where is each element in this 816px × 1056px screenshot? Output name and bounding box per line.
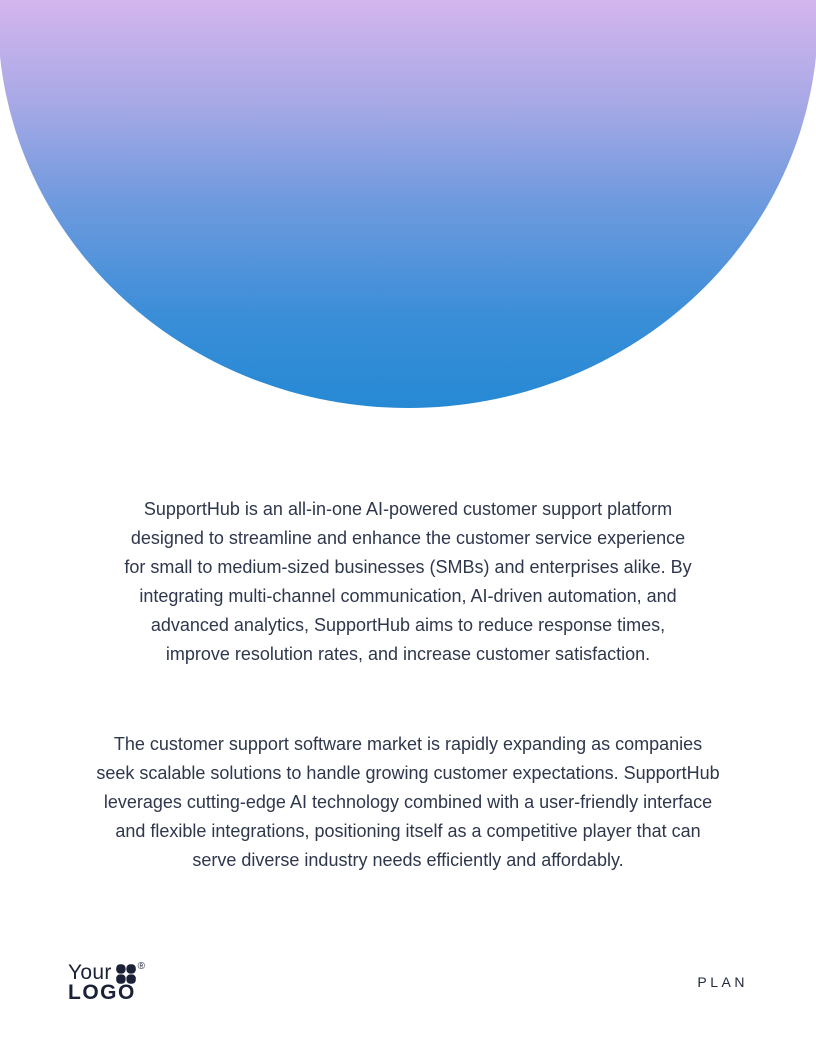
logo-top-row: Your ®: [68, 960, 146, 984]
flower-clover-icon: [115, 963, 136, 984]
brand-logo: Your ® LOGO: [68, 960, 146, 1004]
registered-trademark-icon: ®: [137, 960, 146, 972]
page-footer: Your ® LOGO PLAN: [68, 960, 748, 1004]
plan-label: PLAN: [697, 974, 748, 990]
logo-text-logo: LOGO: [68, 980, 136, 1004]
summary-paragraph-2: The customer support software market is …: [96, 734, 720, 870]
header-gradient-dome: Executive Summary: [0, 0, 816, 408]
logo-text-your: Your: [68, 960, 112, 984]
summary-paragraph-1: SupportHub is an all-in-one AI-powered c…: [124, 499, 692, 664]
